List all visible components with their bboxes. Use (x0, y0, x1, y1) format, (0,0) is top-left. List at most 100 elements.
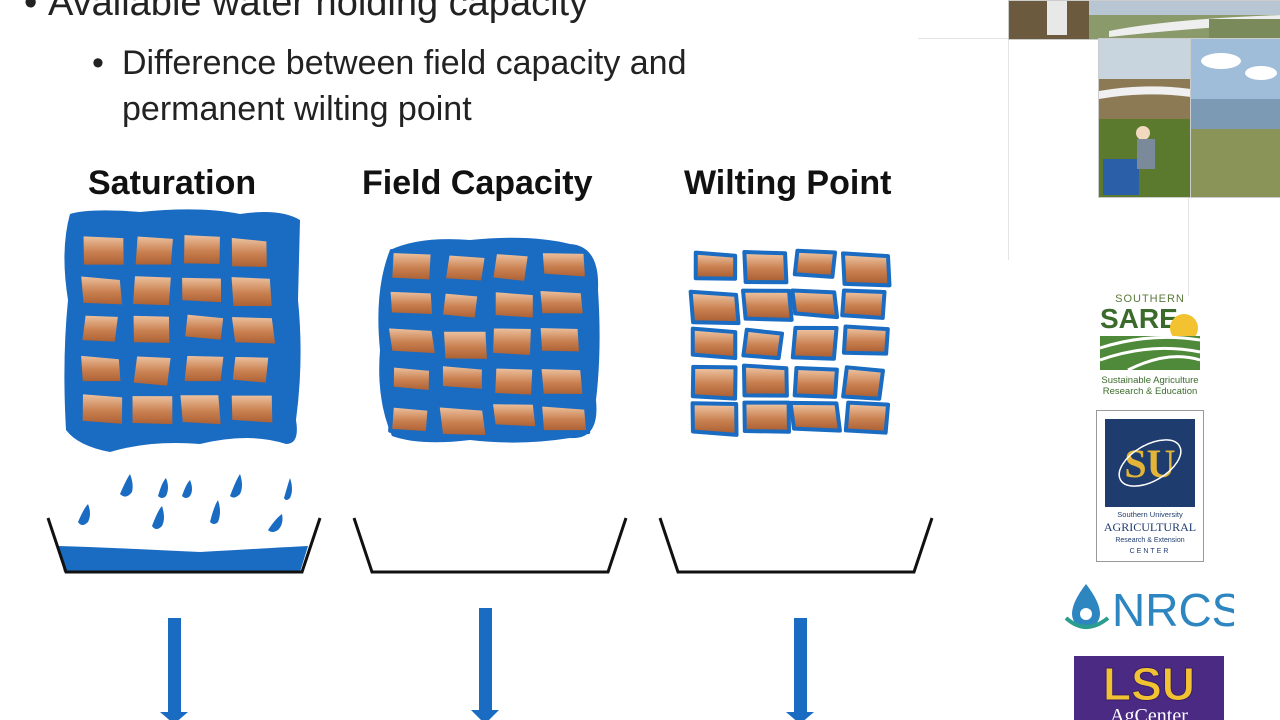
wilting-point-tray (658, 517, 934, 574)
soil-particle (690, 326, 738, 361)
saturation-tray-water (58, 546, 308, 572)
sare-logo: SOUTHERN SARE Sustainable Agriculture Re… (1098, 292, 1202, 397)
drainage-drops (78, 474, 292, 532)
soil-particle (537, 365, 587, 399)
bullet-main-text: Available water holding capacity (48, 0, 589, 24)
soil-particle (688, 289, 741, 326)
soil-particle (790, 288, 840, 320)
sare-sub-text-2: Research & Education (1103, 386, 1198, 396)
bullet-sub-line-2: permanent wilting point (122, 90, 472, 128)
soil-particle (129, 311, 174, 348)
soil-particle (176, 391, 225, 429)
soil-particle (441, 251, 489, 285)
sare-main-text: SARE (1100, 303, 1178, 334)
soil-particle (489, 249, 532, 286)
soil-particle (690, 364, 738, 401)
soil-particle (693, 250, 738, 281)
bullet-sub: • Difference between field capacity and … (92, 40, 687, 132)
soil-particle (790, 325, 839, 361)
soil-particle (538, 249, 590, 281)
saturation-soil-particles (76, 230, 280, 429)
soil-particle (438, 362, 486, 393)
soil-particle (435, 403, 490, 440)
soil-particle (180, 351, 228, 386)
soil-particle (792, 248, 838, 279)
soil-particle (386, 287, 437, 319)
soil-particle (78, 390, 127, 429)
soil-particle (79, 232, 128, 269)
soil-particle (180, 310, 228, 344)
soil-particle (179, 230, 224, 268)
sare-sub-text-1: Sustainable Agriculture (1101, 375, 1198, 386)
nrcs-logo: NRCS (1064, 578, 1242, 638)
soil-particle (384, 324, 440, 358)
bullet-dot: • (24, 0, 38, 24)
soil-particle (131, 232, 178, 269)
soil-particle (129, 352, 175, 390)
soil-particle (228, 352, 273, 387)
soil-particle (488, 400, 540, 431)
soil-particle (227, 233, 271, 272)
field-photo-top (1008, 0, 1280, 40)
soil-particle (76, 351, 125, 386)
soil-particle (536, 286, 587, 318)
bullet-sub-line-1: Difference between field capacity and (122, 44, 687, 82)
field-capacity-tray (352, 517, 628, 574)
nrcs-text: NRCS (1112, 584, 1234, 636)
soil-particle (742, 400, 791, 434)
decor-line (1008, 0, 1009, 260)
saturation-tray (46, 517, 322, 574)
field-capacity-soil-particles (384, 249, 591, 440)
bullet-main: • Available water holding capacity (24, 0, 588, 25)
su-line-1: Southern University (1117, 510, 1183, 519)
soil-particle (439, 327, 492, 363)
decor-line (1188, 196, 1189, 296)
soil-water-diagram (46, 209, 934, 720)
soil-particle (491, 288, 537, 322)
soil-particle (227, 273, 276, 311)
su-line-2: AGRICULTURAL (1104, 520, 1196, 534)
soil-particle (841, 251, 892, 288)
down-arrows (160, 608, 814, 720)
soil-particle (843, 400, 891, 435)
title-wilting-point: Wilting Point (684, 164, 892, 202)
title-saturation: Saturation (88, 164, 257, 202)
bullet-dot: • (92, 44, 104, 82)
lsu-agcenter-logo: LSU AgCenter (1074, 656, 1224, 720)
soil-particle (840, 288, 887, 320)
soil-particle (841, 365, 885, 401)
soil-particle (489, 324, 535, 360)
su-line-3: Research & Extension (1115, 537, 1184, 544)
soil-particle (388, 403, 432, 436)
southern-university-logo: SU Southern University AGRICULTURAL Rese… (1096, 410, 1204, 562)
soil-particle (741, 288, 794, 322)
title-field-capacity: Field Capacity (362, 164, 593, 202)
soil-particle (77, 272, 127, 309)
soil-particle (690, 401, 739, 437)
soil-particle (78, 311, 123, 346)
su-line-4: CENTER (1130, 548, 1171, 555)
lsu-text: LSU (1103, 658, 1195, 710)
soil-particle (227, 312, 280, 348)
soil-particle (491, 364, 537, 399)
soil-particle (788, 400, 842, 433)
soil-particle (227, 391, 277, 427)
soil-particle (536, 324, 584, 356)
soil-particle (438, 289, 482, 322)
sare-top-text: SOUTHERN (1115, 293, 1185, 305)
soil-particle (792, 365, 839, 399)
soil-particle (538, 402, 591, 435)
field-photo-left (1098, 38, 1192, 198)
wilting-point-soil-particles (688, 248, 892, 437)
field-photo-right (1190, 38, 1280, 198)
soil-particle (388, 249, 435, 284)
soil-particle (841, 324, 890, 356)
soil-particle (389, 363, 434, 395)
soil-particle (128, 391, 177, 429)
soil-particle (742, 250, 789, 285)
soil-particle (178, 273, 226, 307)
soil-particle (128, 272, 175, 310)
svg-text:SU: SU (1124, 441, 1175, 486)
lsu-sub-text: AgCenter (1110, 705, 1188, 720)
soil-particle (741, 327, 785, 361)
